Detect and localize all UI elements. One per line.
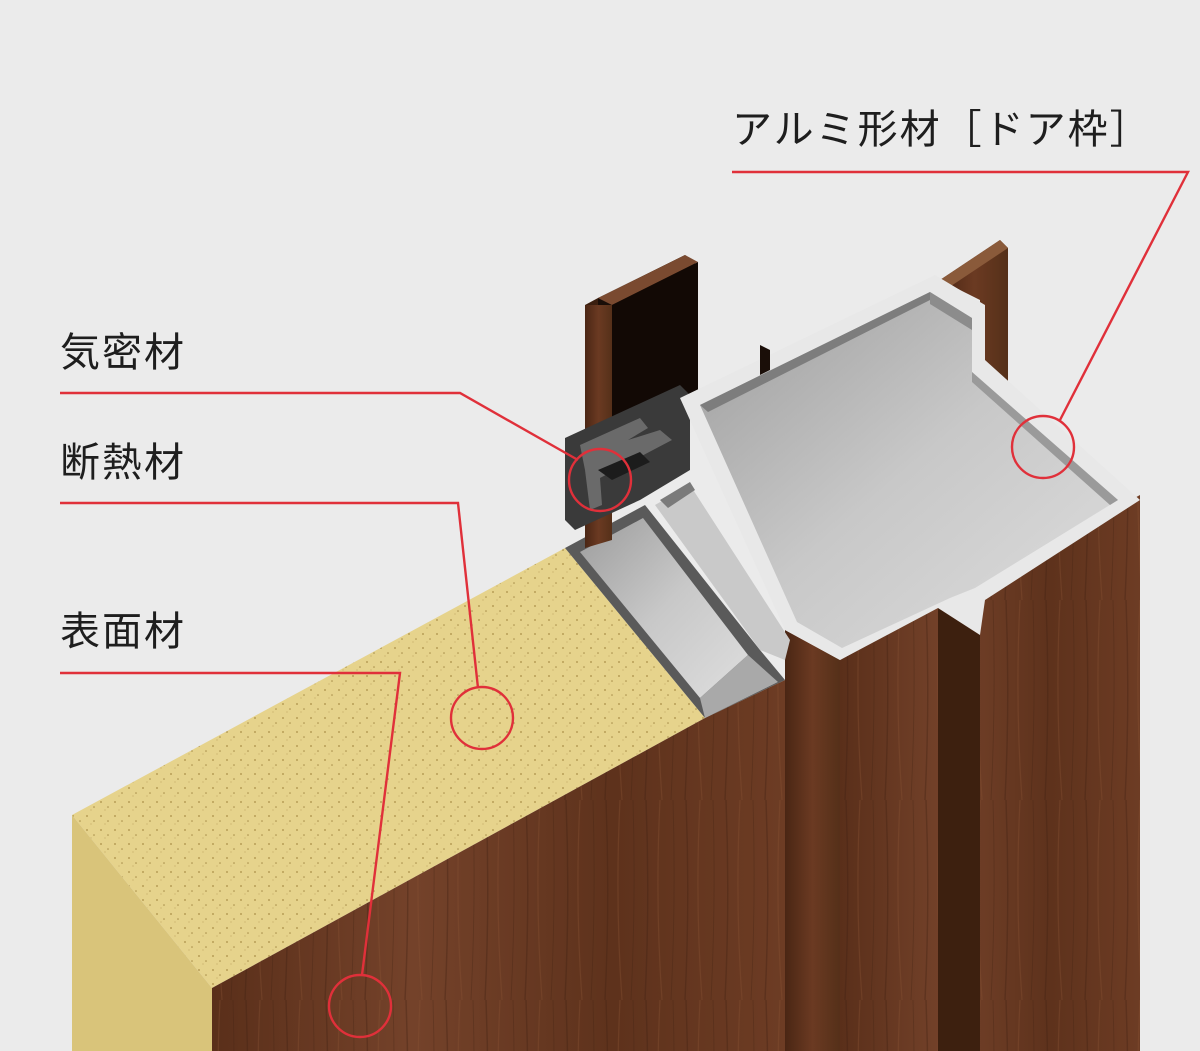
callout-circle-surface: [327, 973, 393, 1039]
callout-line-airtight: [60, 391, 579, 462]
label-surface-material: 表面材: [60, 609, 186, 655]
frame-front-wall: [785, 630, 840, 1051]
callout-circle-frame: [1010, 414, 1076, 480]
label-airtight-material: 気密材: [60, 330, 186, 376]
label-aluminum-frame: アルミ形材［ドア枠］: [732, 107, 1152, 153]
callout-line-insulation: [60, 501, 480, 689]
callout-line-surface: [60, 671, 402, 976]
aluminum-door-frame: [655, 275, 1140, 1051]
callouts: [60, 170, 1190, 1039]
callout-line-frame: [732, 170, 1190, 421]
callout-circle-insulation: [449, 685, 515, 751]
label-insulation-material: 断熱材: [60, 440, 186, 486]
callout-circle-airtight: [567, 447, 633, 513]
insulation-side-face: [72, 815, 212, 1051]
door-leaf: [72, 505, 785, 1051]
